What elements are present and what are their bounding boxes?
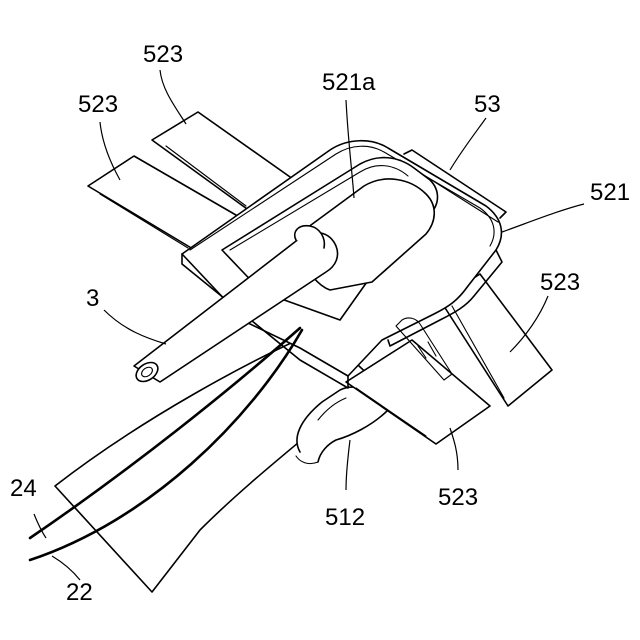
- label-523-left: 523: [78, 91, 118, 118]
- leader-512: [346, 440, 350, 490]
- label-523-top: 523: [143, 41, 183, 68]
- label-521: 521: [590, 179, 630, 206]
- label-523-right: 523: [540, 269, 580, 296]
- leader-22: [52, 556, 80, 580]
- label-523-bottom: 523: [438, 484, 478, 511]
- label-24: 24: [10, 475, 37, 502]
- label-512: 512: [325, 504, 365, 531]
- label-521a: 521a: [322, 69, 376, 96]
- label-53: 53: [474, 91, 501, 118]
- leader-3: [104, 310, 166, 344]
- label-22: 22: [66, 579, 93, 606]
- leader-521: [502, 204, 584, 232]
- leader-53: [450, 118, 486, 170]
- leader-523-bottom: [450, 428, 458, 470]
- leader-523-top: [160, 70, 186, 124]
- label-3: 3: [86, 285, 99, 312]
